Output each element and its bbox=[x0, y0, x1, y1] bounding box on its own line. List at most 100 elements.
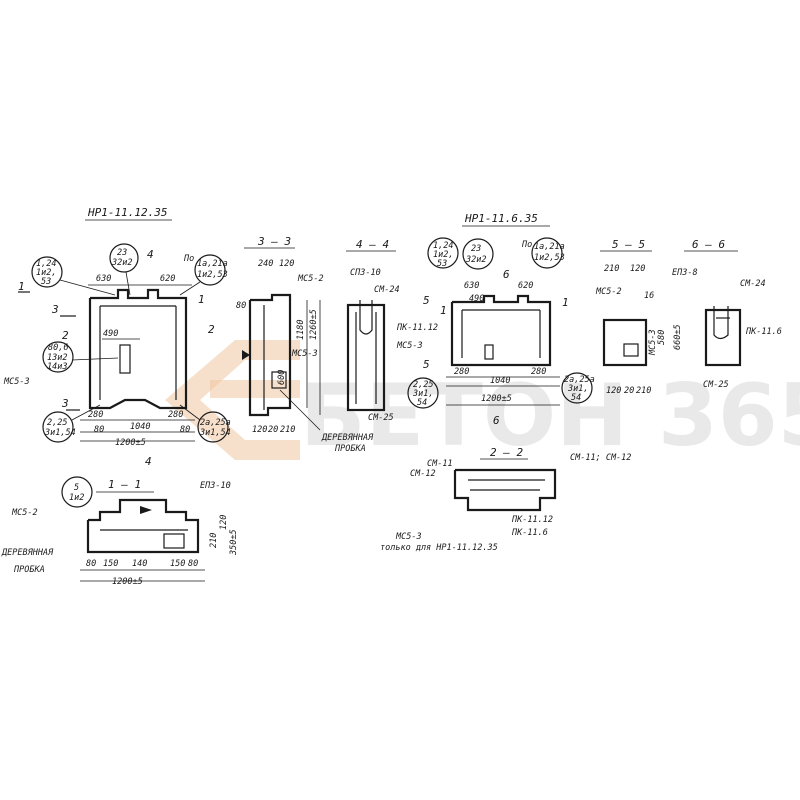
dim-280b: 280 bbox=[168, 410, 183, 420]
dim-120-33: 120 bbox=[279, 259, 294, 269]
label-mc53-22: МС5-3 bbox=[395, 532, 422, 542]
section-5-5: 5 — 5 210 120 МС5-2 120 20 210 16 МС5-3 … bbox=[595, 238, 683, 396]
label-sm1112: СМ-11; СМ-12 bbox=[570, 453, 631, 463]
label-ep38: ЕП3-8 bbox=[672, 268, 698, 278]
callout-225-right-l1: 2,25 bbox=[413, 380, 433, 390]
label-sm25-44: СМ-25 bbox=[368, 413, 394, 423]
dim-1260: 1260±5 bbox=[309, 309, 319, 340]
label-mc53-33: МС5-3 bbox=[291, 349, 318, 359]
label-derev-2: ПРОБКА bbox=[334, 444, 366, 454]
label-derev-1: ДЕРЕВЯННАЯ bbox=[321, 433, 374, 443]
label-po-left: По bbox=[183, 254, 194, 264]
label-pk116-22: ПК-11.6 bbox=[511, 528, 548, 538]
dim-490: 490 bbox=[103, 329, 118, 339]
marker-4-top: 4 bbox=[147, 248, 154, 261]
label-tolko: только для НР1-11.12.35 bbox=[380, 543, 498, 553]
label-pk116-66: ПК-11.6 bbox=[745, 327, 782, 337]
dim-1200-11: 1200±5 bbox=[112, 577, 143, 587]
title-right: НР1-11.6.35 bbox=[464, 212, 538, 225]
callout-124-right-l2: 1и2, bbox=[433, 250, 453, 260]
dim-490r: 490 bbox=[469, 294, 484, 304]
dim-140: 140 bbox=[132, 559, 147, 569]
dim-1200r: 1200±5 bbox=[481, 394, 512, 404]
dim-80a: 80 bbox=[94, 425, 104, 435]
dim-80b: 80 bbox=[180, 425, 190, 435]
callout-80-l2: 13и2 bbox=[47, 353, 67, 363]
dim-210-33: 210 bbox=[280, 425, 295, 435]
dim-620r: 620 bbox=[518, 281, 533, 291]
callout-1a-right-l2: 1и2,53 bbox=[534, 253, 565, 263]
dim-630: 630 bbox=[96, 274, 111, 284]
dim-280r2: 280 bbox=[531, 367, 546, 377]
label-pk1112-22: ПК-11.12 bbox=[511, 515, 553, 525]
dim-150-11b: 150 bbox=[170, 559, 185, 569]
section-2-2-title: 2 — 2 bbox=[490, 446, 523, 459]
dim-580: 580 bbox=[657, 330, 667, 345]
callout-23-left-l1: 23 bbox=[117, 248, 127, 258]
front-view-left: 1 3 2 3 2 4 4 1 630 620 490 280 1040 280… bbox=[3, 248, 215, 468]
dim-1200: 1200±5 bbox=[115, 438, 146, 448]
dim-80-11a: 80 bbox=[86, 559, 96, 569]
dim-80-33: 80 bbox=[236, 301, 246, 311]
label-mc52-55: МС5-2 bbox=[595, 287, 622, 297]
callout-124-left-l1: 1,24 bbox=[36, 259, 56, 269]
marker-5-top: 5 bbox=[423, 294, 430, 307]
callout-124-right-l3: 53 bbox=[437, 259, 447, 269]
section-3-3-title: 3 — 3 bbox=[257, 235, 291, 248]
label-derev-11-2: ПРОБКА bbox=[13, 565, 45, 575]
label-derev-11-1: ДЕРЕВЯННАЯ bbox=[1, 548, 54, 558]
marker-1-right-view: 1 bbox=[440, 304, 447, 317]
section-5-5-title: 5 — 5 bbox=[612, 238, 645, 251]
label-mc52: МС5-2 bbox=[297, 274, 324, 284]
dim-1040: 1040 bbox=[130, 422, 150, 432]
label-sm11: СМ-11 bbox=[427, 459, 453, 469]
label-mc53-55: МС5-3 bbox=[648, 329, 658, 356]
section-4-4: 4 — 4 СП3-10 СМ-24 ПК-11.12 МС5-3 СМ-25 … bbox=[279, 238, 438, 454]
marker-6-bot: 6 bbox=[493, 414, 500, 427]
section-6-6: 6 — 6 ЕП3-8 СМ-24 ПК-11.6 СМ-25 bbox=[672, 238, 782, 390]
front-view-right: 630 620 490 280 1040 280 1200±5 5 5 6 6 … bbox=[423, 240, 569, 427]
marker-2-right: 2 bbox=[208, 323, 215, 336]
label-ep310: ЕП3-10 bbox=[200, 481, 231, 491]
label-sm24-66: СМ-24 bbox=[740, 279, 766, 289]
dim-630r: 630 bbox=[464, 281, 479, 291]
callout-5-l1: 5 bbox=[74, 483, 79, 493]
dim-620: 620 bbox=[160, 274, 175, 284]
callout-124-right-l1: 1,24 bbox=[433, 241, 453, 251]
dim-660: 660±5 bbox=[673, 324, 683, 350]
section-3-3: 3 — 3 240 120 МС5-2 МС5-3 120 20 210 80 … bbox=[236, 235, 324, 435]
callout-124-left-l3: 53 bbox=[41, 277, 51, 287]
callout-225-left-l1: 2,25 bbox=[47, 418, 67, 428]
callout-2a-left-l2: 3и1,54 bbox=[199, 428, 231, 438]
marker-4-bot: 4 bbox=[145, 455, 152, 468]
callout-80-l3: 14и3 bbox=[47, 362, 67, 372]
label-sm25-66: СМ-25 bbox=[703, 380, 729, 390]
dim-120-11: 120 bbox=[219, 515, 229, 530]
label-sm12: СМ-12 bbox=[410, 469, 436, 479]
callout-225-right-l2: 3и1, bbox=[412, 389, 433, 399]
marker-6-top: 6 bbox=[503, 268, 510, 281]
section-1-1-title: 1 — 1 bbox=[108, 478, 141, 491]
dim-20-55: 20 bbox=[624, 386, 634, 396]
callout-225-left-l2: 3и1,54 bbox=[44, 428, 76, 438]
callout-2a-right-l1: 2а,25а bbox=[564, 375, 595, 385]
callout-80-l1: 80,6 bbox=[48, 343, 68, 353]
section-6-6-title: 6 — 6 bbox=[692, 238, 725, 251]
callout-1a-right-l1: 1а,21а bbox=[534, 242, 565, 252]
marker-5-bot: 5 bbox=[423, 358, 430, 371]
dim-240: 240 bbox=[258, 259, 273, 269]
dim-20-33: 20 bbox=[268, 425, 278, 435]
callout-23-left-l2: 32и2 bbox=[111, 258, 132, 268]
marker-1-left: 1 bbox=[18, 280, 25, 293]
dim-350: 350±5 bbox=[229, 529, 239, 556]
label-mc52-11: МС5-2 bbox=[11, 508, 38, 518]
section-4-4-title: 4 — 4 bbox=[356, 238, 389, 251]
dim-210-55b: 210 bbox=[636, 386, 651, 396]
callout-1a-left-l1: 1а,21а bbox=[197, 259, 228, 269]
callouts-left: 1,24 1и2, 53 23 32и2 1а,21а 1и2,53 80,6 … bbox=[31, 243, 231, 443]
dim-150-11a: 150 bbox=[103, 559, 118, 569]
marker-2-left: 2 bbox=[62, 329, 69, 342]
callout-1a-left-l2: 1и2,53 bbox=[197, 270, 228, 280]
label-mc53-left: МС5-3 bbox=[3, 377, 30, 387]
